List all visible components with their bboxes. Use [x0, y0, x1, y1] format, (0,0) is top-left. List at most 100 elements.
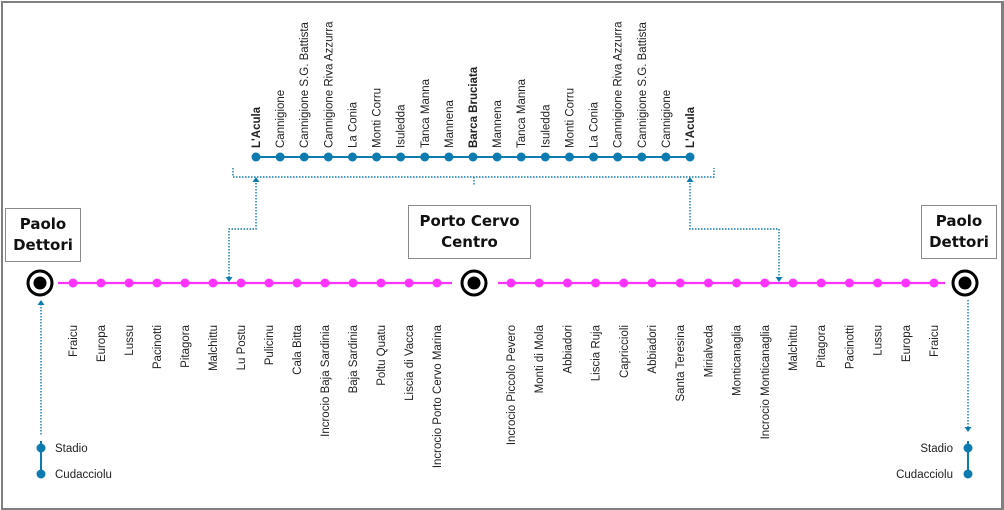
stop-label: Liscia di Vacca: [404, 324, 416, 400]
stop-marker: [647, 278, 657, 288]
branch-stop-marker: [396, 152, 406, 162]
stop-label: Fraicu: [68, 325, 80, 357]
spur-stop-marker: [963, 443, 973, 453]
branch-stop-marker: [275, 152, 285, 162]
stop-label: Pacinotti: [844, 325, 856, 369]
branch-stop-label: Tanca Manna: [516, 78, 528, 148]
stop-marker: [68, 278, 78, 288]
branch-bracket: [232, 168, 715, 185]
branch-stop-marker: [685, 152, 695, 162]
stop-label: Liscia Ruja: [591, 324, 603, 381]
branch-stop-marker: [444, 152, 454, 162]
stop-marker: [432, 278, 442, 288]
stop-marker: [208, 278, 218, 288]
branch-stop-label: L'Acula: [685, 106, 697, 148]
terminal-icon-left-core: [33, 276, 47, 290]
branch-stop-marker: [540, 152, 550, 162]
stop-label: Monti di Mola: [534, 324, 546, 393]
branch-stop-label: Monti Corru: [564, 88, 576, 148]
branch-stop-marker: [323, 152, 333, 162]
branch-stop-label: L'Acula: [251, 106, 263, 148]
branch-stop-marker: [589, 152, 599, 162]
branch-stop-label: Mannena: [492, 99, 504, 148]
spur-stop-label: Stadio: [55, 443, 88, 455]
stop-label: Lussu: [124, 325, 136, 356]
stop-label: Mirialveda: [703, 324, 715, 377]
stop-marker: [562, 278, 572, 288]
stop-marker: [124, 278, 134, 288]
branch-stop-label: Monti Corru: [372, 88, 384, 148]
terminal-label-center: Porto Cervo Centro: [408, 205, 531, 259]
stop-marker: [591, 278, 601, 288]
branch-stop-label: Cannigione S.G. Battista: [637, 21, 649, 148]
stop-label: Poltu Quatu: [376, 325, 388, 386]
stop-marker: [404, 278, 414, 288]
branch-stop-label: Cannigione Riva Azzurra: [323, 21, 335, 148]
stop-marker: [320, 278, 330, 288]
branch-stop-label: La Conia: [347, 101, 359, 148]
branch-stop-label: Cannigione: [275, 90, 287, 148]
stop-label: Monticanaglia: [732, 324, 744, 396]
terminal-label-left: Paolo Dettori: [5, 208, 81, 262]
arrow-up-icon: [686, 177, 694, 182]
stop-marker: [929, 278, 939, 288]
stop-label: Pitagora: [816, 324, 828, 367]
stop-label: Incrocio Porto Cervo Marina: [432, 324, 444, 468]
stop-label: Lussu: [873, 325, 885, 356]
stop-label: Pacinotti: [152, 325, 164, 369]
branch-stop-label: Isuledda: [540, 104, 552, 148]
spur-stop-label: Stadio: [920, 443, 953, 455]
branch-stop-marker: [251, 152, 261, 162]
branch-stop-marker: [347, 152, 357, 162]
spur-stop-label: Cudacciolu: [896, 469, 953, 481]
stop-label: Abbiadori: [647, 325, 659, 374]
spur-stop-marker: [36, 469, 46, 479]
branch-stop-label: Mannena: [444, 99, 456, 148]
arrow-up-icon: [37, 300, 45, 305]
branch-stop-marker: [492, 152, 502, 162]
branch-stop-marker: [516, 152, 526, 162]
branch-stop-marker: [637, 152, 647, 162]
stop-marker: [901, 278, 911, 288]
stop-marker: [619, 278, 629, 288]
terminal-label-right: Paolo Dettori: [921, 205, 997, 259]
branch-stop-marker: [468, 152, 478, 162]
stop-label: Pitagora: [180, 324, 192, 367]
terminal-icon-center-core: [467, 276, 481, 290]
spur-stop-label: Cudacciolu: [55, 469, 112, 481]
spur-stop-marker: [963, 469, 973, 479]
stop-marker: [264, 278, 274, 288]
stop-marker: [376, 278, 386, 288]
stop-label: Malchittu: [788, 325, 800, 371]
stop-marker: [760, 278, 770, 288]
stop-label: Europa: [901, 324, 913, 362]
stop-label: Baja Sardinia: [348, 324, 360, 393]
branch-stop-marker: [420, 152, 430, 162]
stop-label: Fraicu: [929, 325, 941, 357]
stop-label: Incrocio Baja Sardinia: [320, 324, 332, 436]
stop-label: Malchittu: [208, 325, 220, 371]
stop-marker: [292, 278, 302, 288]
stop-label: Lu Postu: [236, 325, 248, 370]
stop-label: Incrocio Monticanaglia: [760, 324, 772, 439]
spur-stop-marker: [36, 443, 46, 453]
stop-marker: [844, 278, 854, 288]
stop-label: Abbiadori: [562, 325, 574, 374]
arrow-down-icon: [225, 277, 233, 282]
stop-marker: [152, 278, 162, 288]
branch-stop-marker: [299, 152, 309, 162]
stop-marker: [96, 278, 106, 288]
branch-stop-label: Tanca Manna: [420, 78, 432, 148]
stop-marker: [506, 278, 516, 288]
stop-marker: [675, 278, 685, 288]
stop-marker: [732, 278, 742, 288]
stop-label: Cala Bitta: [292, 324, 304, 374]
branch-stop-label: Barca Bruciata: [468, 66, 480, 148]
stop-label: Incrocio Piccolo Pevero: [506, 325, 518, 445]
branch-stop-label: Cannigione S.G. Battista: [299, 21, 311, 148]
branch-stop-label: Cannigione: [661, 90, 673, 148]
stop-marker: [180, 278, 190, 288]
